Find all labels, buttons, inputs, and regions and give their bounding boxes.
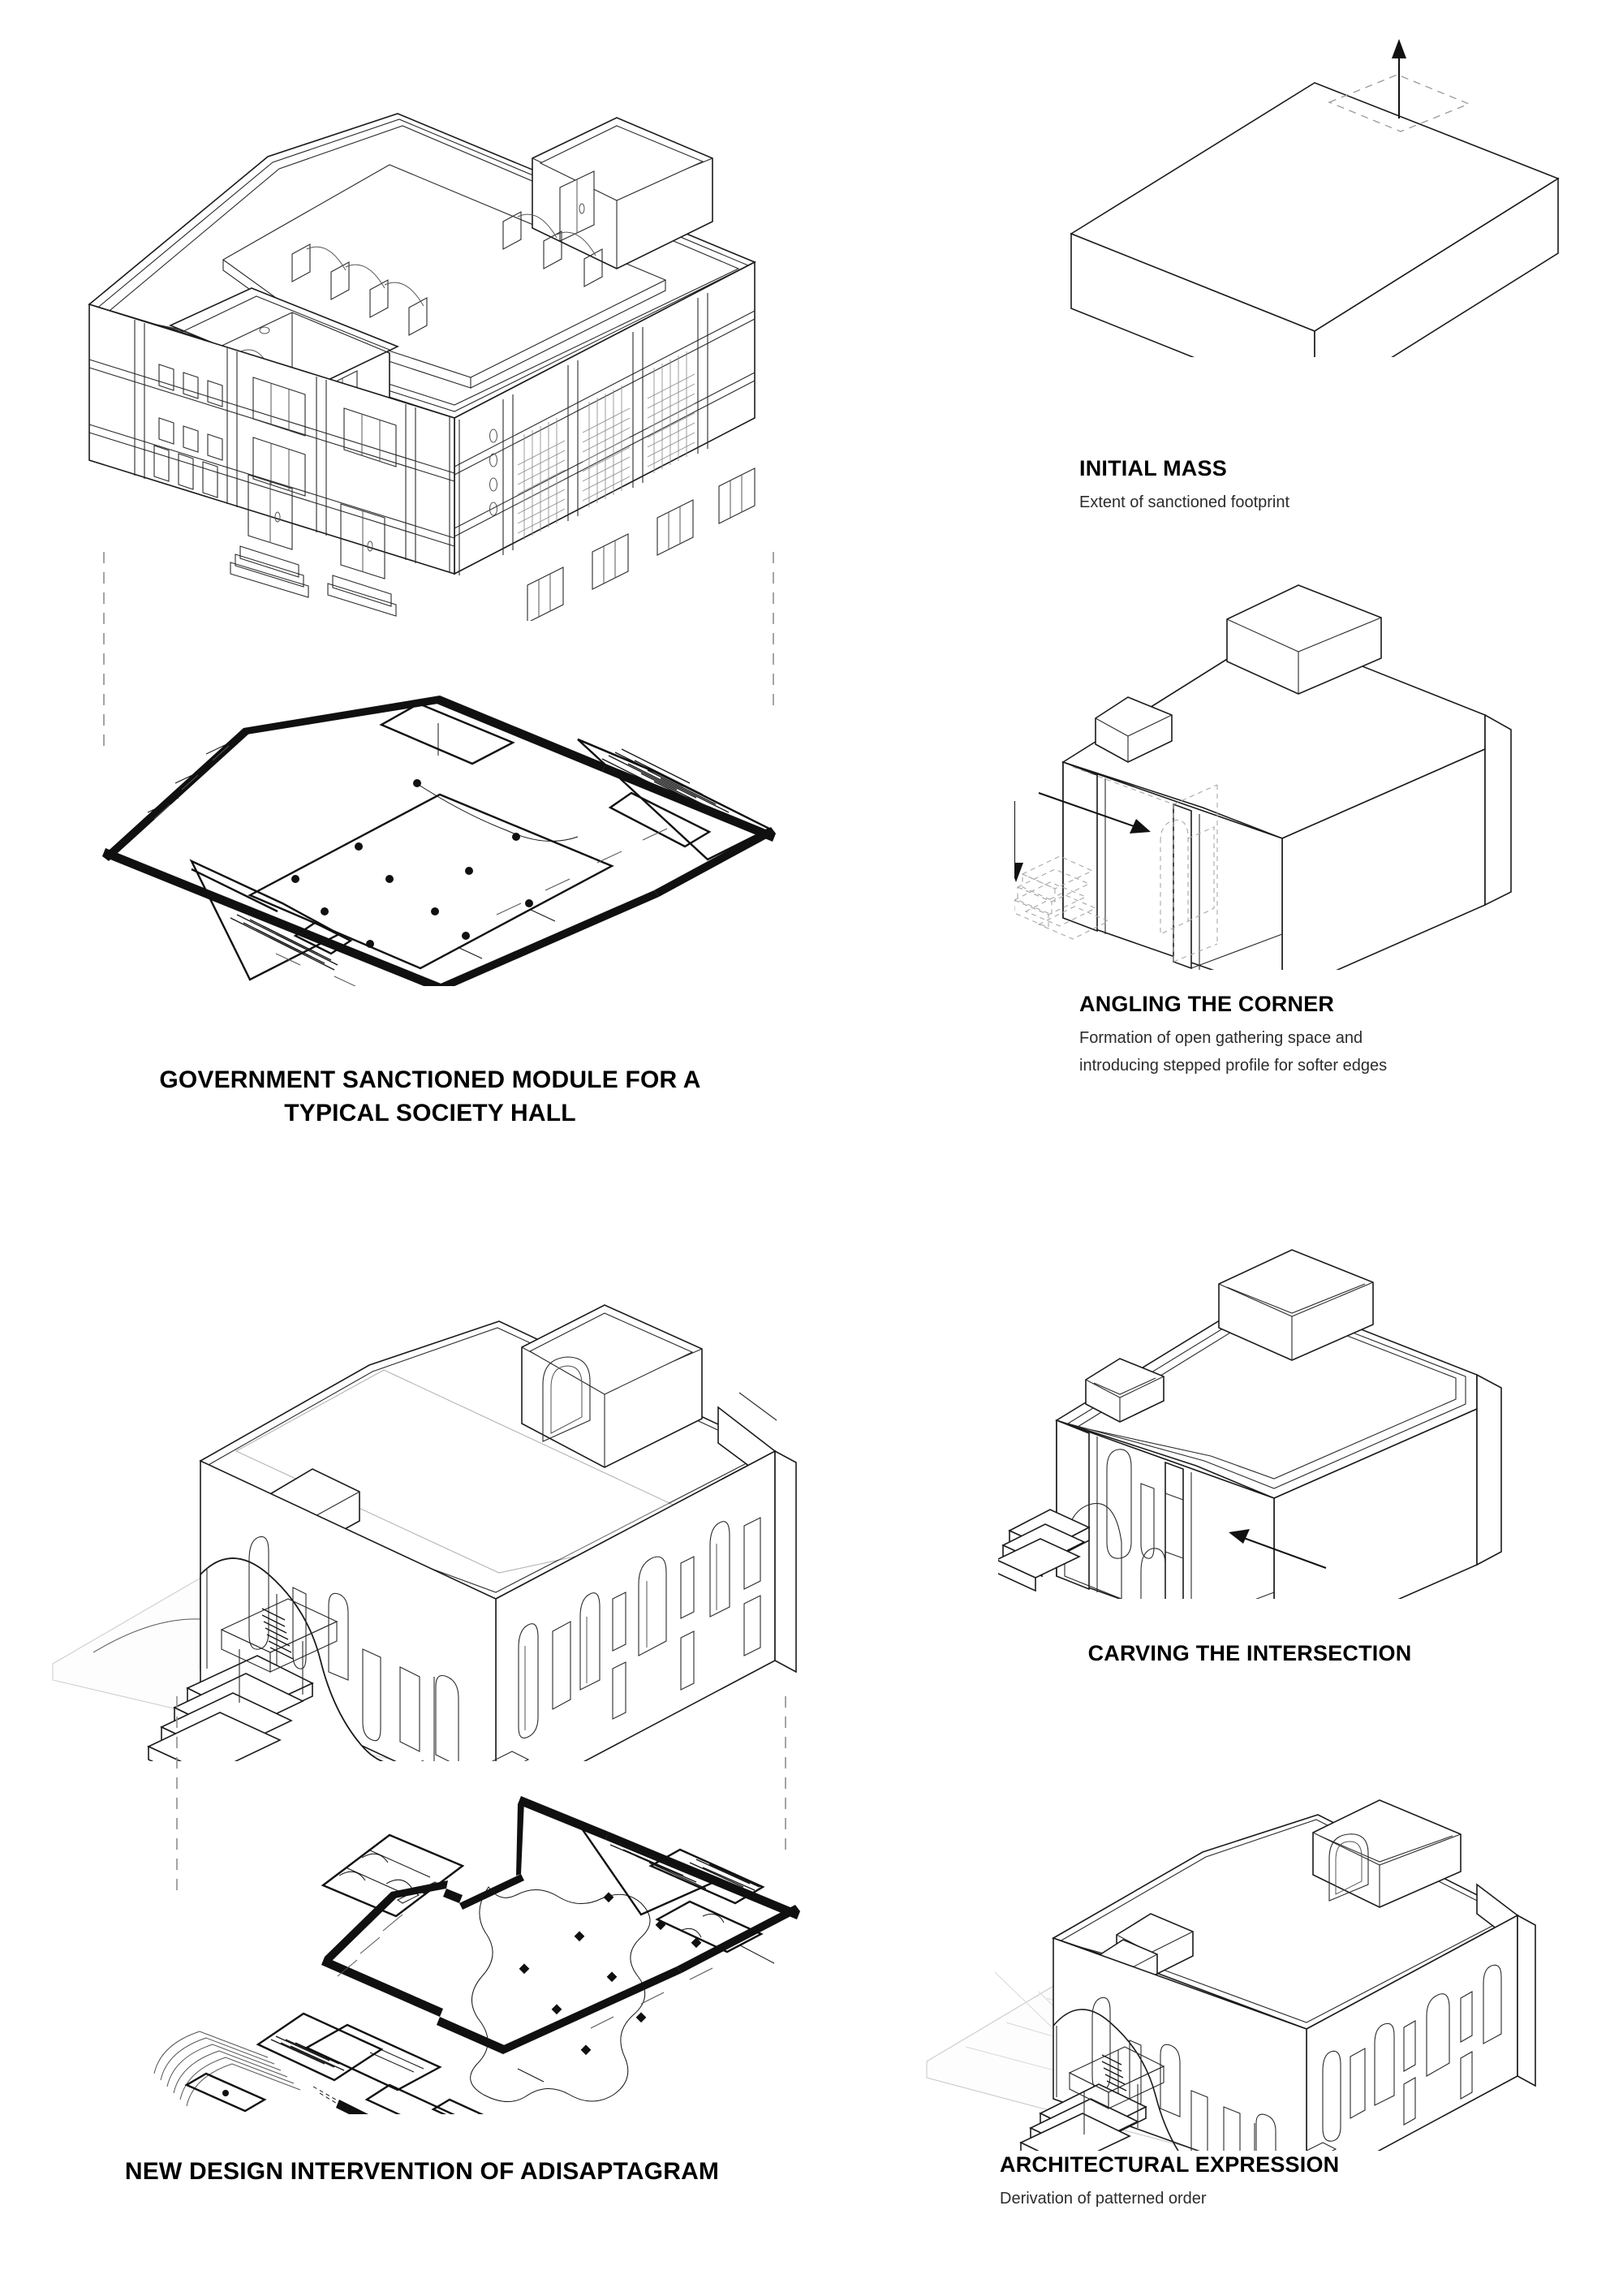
step-caption-angling-the-corner: ANGLING THE CORNER Formation of open gat… — [1079, 990, 1599, 1079]
new-design-floor-plan — [153, 1796, 800, 2114]
existing-society-hall-axonometric — [88, 113, 756, 621]
step-subtitle-initial-mass: Extent of sanctioned footprint — [1079, 493, 1290, 511]
existing-hall-caption: GOVERNMENT SANCTIONED MODULE FOR A TYPIC… — [49, 1063, 812, 1131]
existing-hall-caption-text: GOVERNMENT SANCTIONED MODULE FOR A TYPIC… — [159, 1066, 701, 1127]
new-design-axonometric — [52, 1304, 797, 1761]
step-title-architectural-expression: ARCHITECTURAL EXPRESSION — [1000, 2152, 1340, 2177]
step-caption-initial-mass: INITIAL MASS Extent of sanctioned footpr… — [1079, 454, 1582, 516]
step-caption-carving-the-intersection: CARVING THE INTERSECTION — [974, 1639, 1526, 1669]
step-subtitle-architectural-expression: Derivation of patterned order — [1000, 2189, 1207, 2208]
initial-mass-diagram — [1070, 39, 1560, 357]
angling-the-corner-diagram — [1014, 584, 1512, 970]
new-design-caption-text: NEW DESIGN INTERVENTION OF ADISAPTAGRAM — [124, 2158, 720, 2185]
new-design-projection-lines — [176, 1696, 786, 1891]
architectural-expression-diagram — [926, 1799, 1536, 2151]
step-title-carving-the-intersection: CARVING THE INTERSECTION — [1087, 1641, 1412, 1665]
step-subtitle-angling-the-corner: Formation of open gathering space and in… — [1079, 1028, 1388, 1075]
new-design-caption: NEW DESIGN INTERVENTION OF ADISAPTAGRAM — [16, 2155, 828, 2188]
existing-society-hall-floor-plan — [102, 696, 776, 986]
existing-projection-lines — [103, 552, 774, 755]
carving-the-intersection-diagram — [998, 1249, 1502, 1599]
step-title-angling-the-corner: ANGLING THE CORNER — [1079, 992, 1335, 1016]
step-title-initial-mass: INITIAL MASS — [1079, 456, 1227, 480]
step-caption-architectural-expression: ARCHITECTURAL EXPRESSION Derivation of p… — [1000, 2151, 1568, 2212]
